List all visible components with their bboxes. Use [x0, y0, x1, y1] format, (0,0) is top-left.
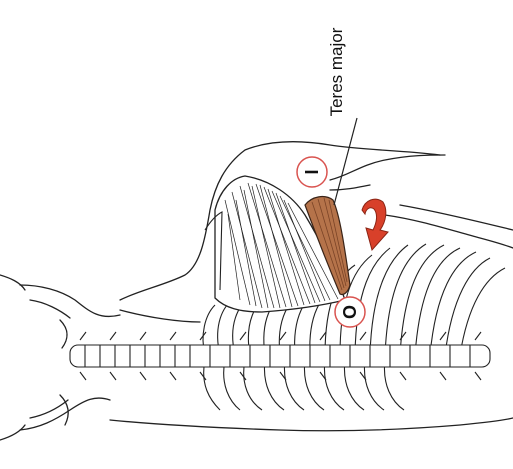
origin-marker-letter: O: [340, 305, 360, 319]
muscle-label: Teres major: [327, 2, 347, 142]
vertebral-column: [70, 332, 490, 380]
insertion-marker: I: [297, 157, 327, 187]
origin-marker: O: [335, 297, 365, 327]
rotation-arrow-icon: [362, 199, 388, 250]
insertion-marker-letter: I: [302, 169, 322, 174]
